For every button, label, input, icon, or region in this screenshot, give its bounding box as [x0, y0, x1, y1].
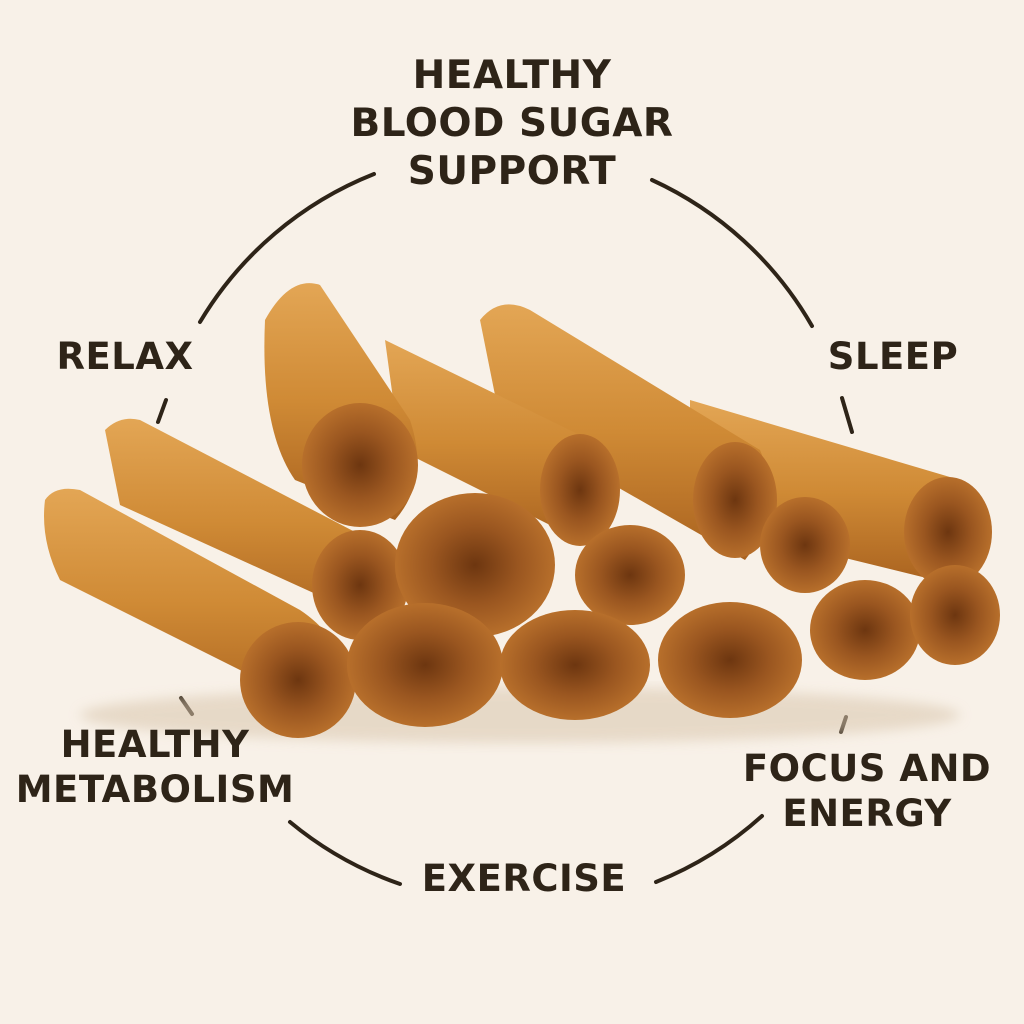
label-line: SUPPORT [407, 148, 617, 194]
ring-arc-bottom-left [288, 820, 402, 886]
label-line: ENERGY [782, 792, 952, 836]
benefit-label-focus-energy: FOCUS AND ENERGY [722, 746, 1012, 836]
stick-back-center [480, 304, 777, 560]
benefit-label-relax: RELAX [40, 334, 210, 379]
ring-arc-top-right [650, 178, 814, 328]
stick-front-left [44, 488, 356, 738]
label-line: BLOOD SUGAR [350, 100, 674, 146]
ring-arc-bottom-right [654, 814, 764, 884]
stick-mid-right [760, 497, 1000, 680]
label-line: HEALTHY [412, 53, 612, 98]
stick-back-left-upright [264, 283, 418, 527]
benefit-label-exercise: EXERCISE [396, 856, 652, 901]
ring-tick-right [840, 396, 854, 434]
label-line: EXERCISE [421, 857, 627, 900]
label-line: HEALTHY [60, 723, 250, 766]
stick-mid-center [395, 493, 685, 637]
stick-back-right [690, 400, 992, 587]
label-line: RELAX [56, 335, 194, 378]
ring-arc-top-left [198, 172, 376, 324]
label-line: METABOLISM [15, 768, 295, 812]
benefit-label-metabolism: HEALTHY METABOLISM [0, 722, 310, 812]
stick-back-mid [385, 340, 620, 546]
ring-tick-left [156, 398, 168, 424]
benefit-label-sleep: SLEEP [808, 334, 978, 379]
stick-front-center [347, 602, 802, 727]
label-line: SLEEP [827, 335, 959, 378]
benefit-label-blood-sugar: HEALTHY BLOOD SUGAR SUPPORT [312, 52, 712, 196]
label-line: FOCUS AND [742, 747, 992, 790]
